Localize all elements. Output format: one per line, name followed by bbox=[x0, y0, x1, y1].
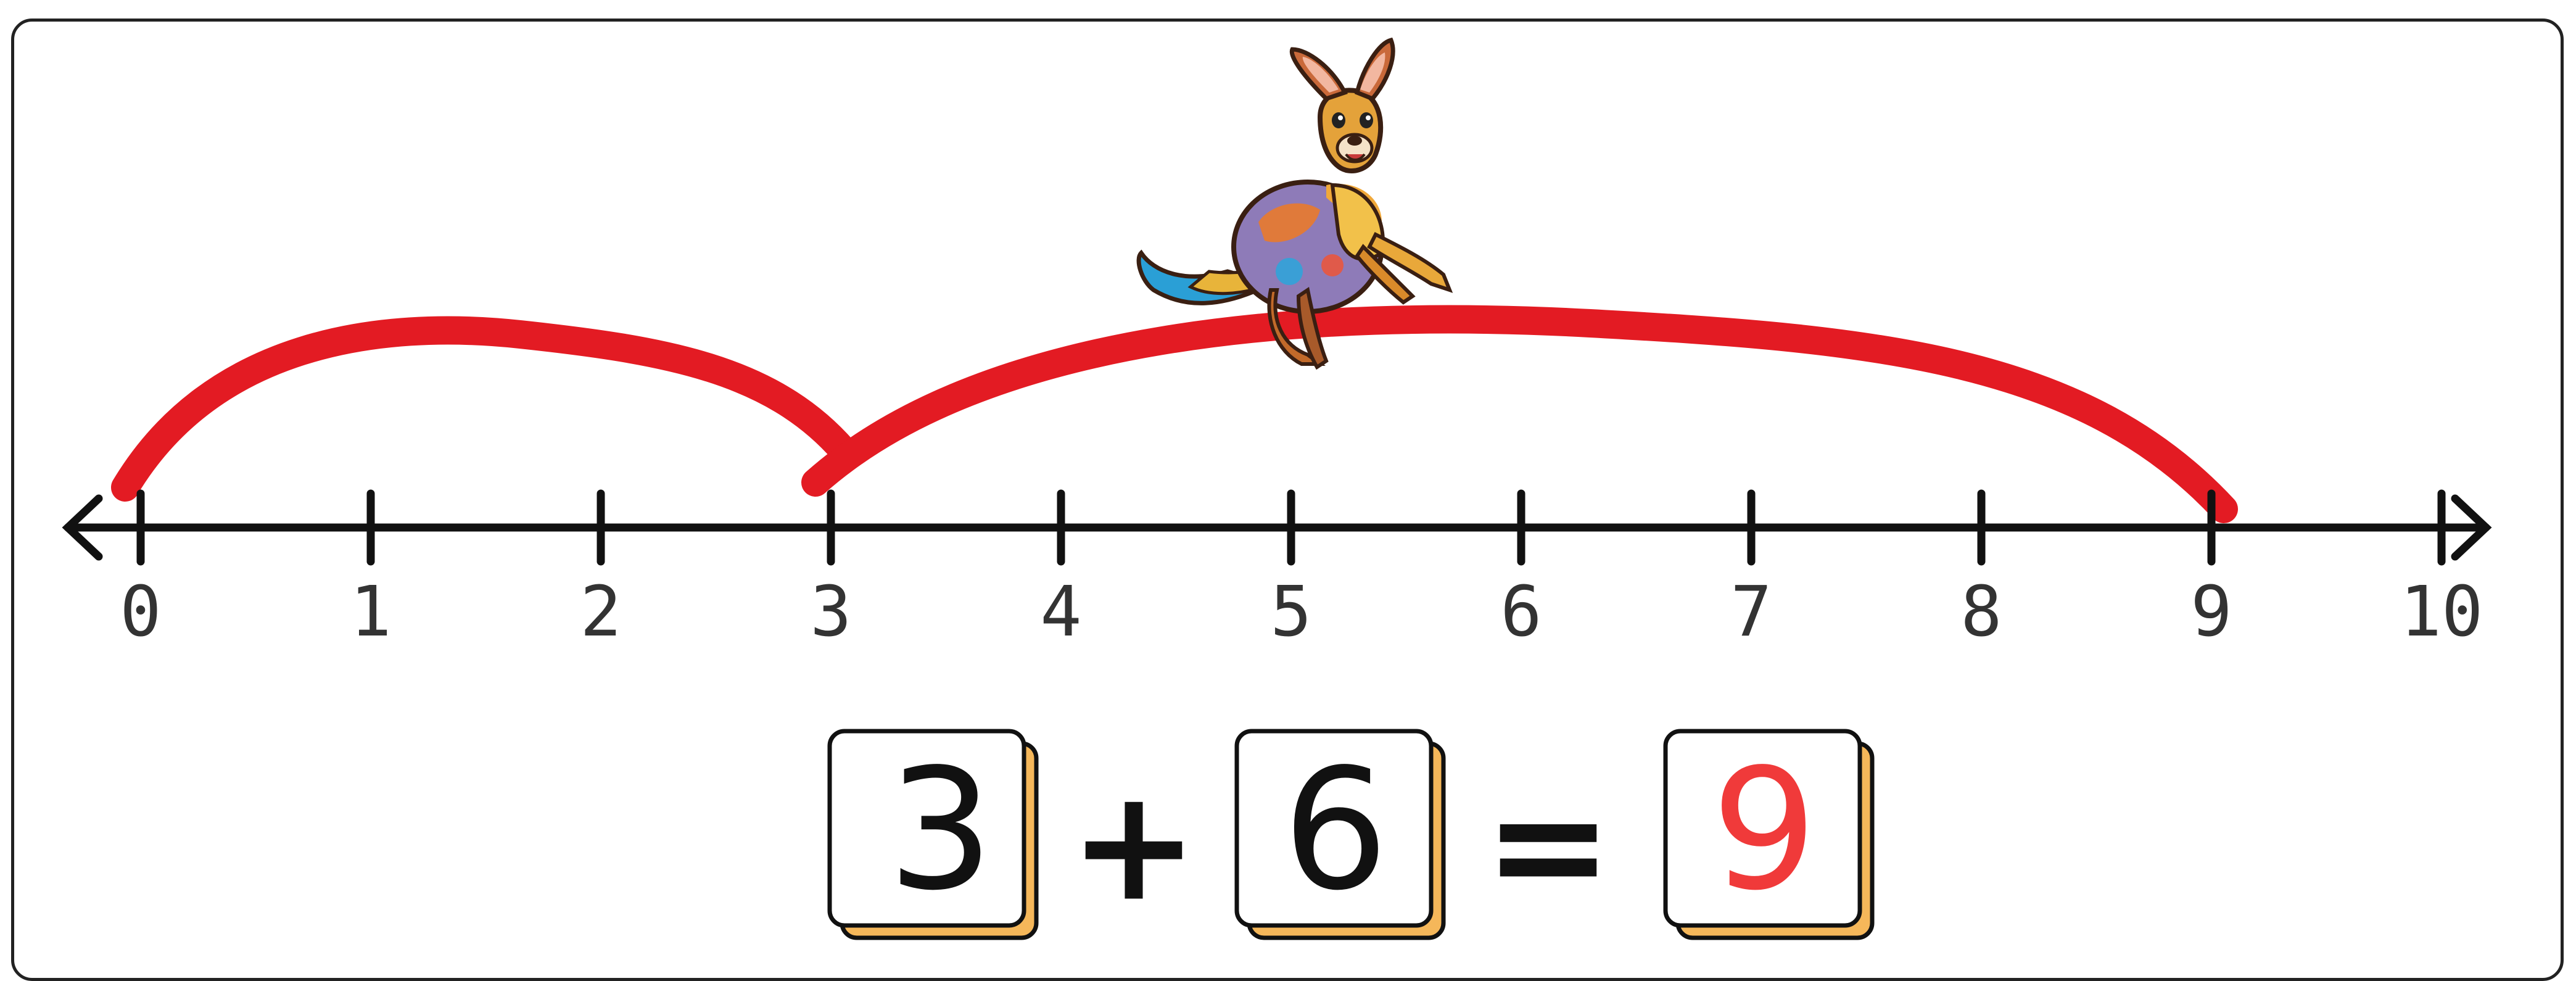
right-arrow-icon bbox=[2451, 494, 2492, 561]
addend-1: 3 bbox=[888, 733, 994, 927]
tick-label-8: 8 bbox=[1960, 572, 2002, 652]
tick-label-10: 10 bbox=[2400, 572, 2483, 652]
hop-arc-0-to-3 bbox=[111, 316, 857, 502]
addend-1-box: 3 bbox=[827, 729, 1039, 940]
kangaroo-icon bbox=[1136, 37, 1453, 370]
tick-label-2: 2 bbox=[580, 572, 621, 652]
axis-ticks bbox=[136, 489, 2446, 566]
tick-label-9: 9 bbox=[2190, 572, 2232, 652]
tick-label-6: 6 bbox=[1500, 572, 1542, 652]
equals-sign: = bbox=[1484, 756, 1612, 935]
tick-label-5: 5 bbox=[1270, 572, 1311, 652]
axis-tick-labels: 0 1 2 3 4 5 6 7 8 9 10 bbox=[120, 572, 2483, 652]
tick-label-0: 0 bbox=[120, 572, 161, 652]
equation: 3 + 6 = 9 bbox=[827, 729, 1875, 940]
left-arrow-icon bbox=[62, 494, 103, 561]
plus-sign: + bbox=[1069, 756, 1198, 935]
number-line-axis bbox=[62, 494, 2492, 561]
sum-box: 9 bbox=[1663, 729, 1875, 940]
tick-label-4: 4 bbox=[1040, 572, 1081, 652]
hop-arcs bbox=[111, 305, 2238, 523]
tick-label-3: 3 bbox=[810, 572, 851, 652]
addend-2: 6 bbox=[1282, 733, 1389, 927]
sum: 9 bbox=[1711, 733, 1817, 927]
addend-2-box: 6 bbox=[1234, 729, 1446, 940]
tick-label-7: 7 bbox=[1730, 572, 1772, 652]
tick-label-1: 1 bbox=[350, 572, 391, 652]
hop-arc-3-to-9 bbox=[801, 305, 2238, 523]
